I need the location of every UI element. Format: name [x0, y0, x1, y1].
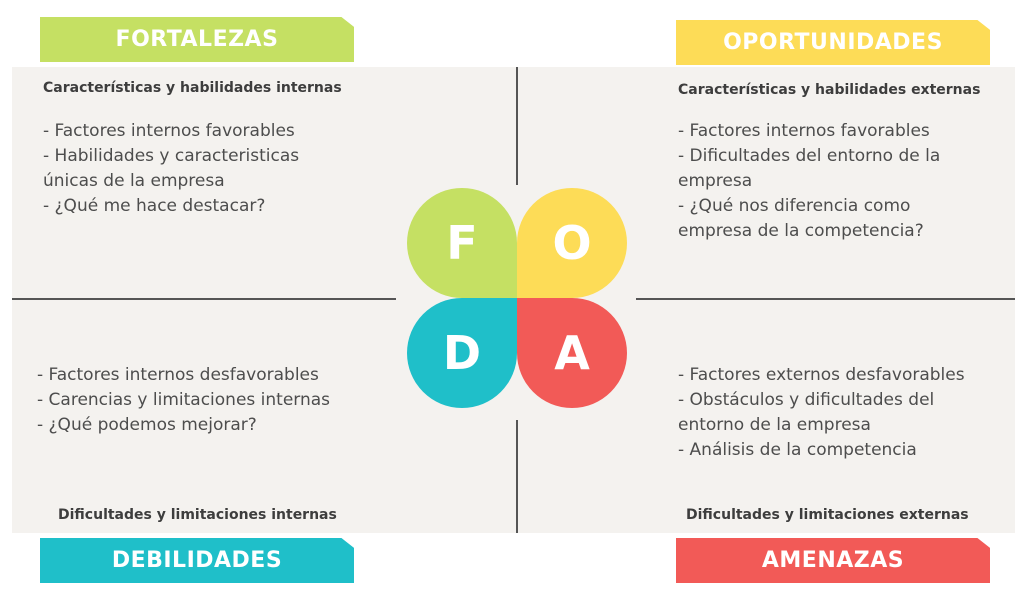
list-item: - Dificultades del entorno de la empresa [678, 146, 941, 191]
amenazas-list: - Factores externos desfavorables - Obst… [678, 363, 988, 463]
oportunidades-subtitle: Características y habilidades externas [678, 82, 981, 98]
petal-d-letter: D [442, 326, 482, 380]
list-item: - ¿Qué me hace destacar? [43, 196, 266, 216]
petal-a: A [517, 298, 627, 408]
horizontal-divider-left [12, 298, 396, 300]
fortalezas-subtitle: Características y habilidades internas [43, 80, 342, 96]
list-item: - ¿Qué podemos mejorar? [37, 415, 257, 435]
list-item: - Carencias y limitaciones internas [37, 390, 331, 410]
fortalezas-banner: FORTALEZAS [40, 17, 354, 62]
amenazas-subtitle: Dificultades y limitaciones externas [686, 507, 969, 523]
amenazas-banner: AMENAZAS [676, 538, 990, 583]
debilidades-subtitle: Dificultades y limitaciones internas [58, 507, 337, 523]
oportunidades-banner: OPORTUNIDADES [676, 20, 990, 65]
petal-f: F [407, 188, 517, 298]
petal-f-letter: F [446, 216, 478, 270]
petal-d: D [407, 298, 517, 408]
fortalezas-list: - Factores internos favorables - Habilid… [43, 119, 343, 219]
list-item: - Análisis de la competencia [678, 440, 917, 460]
vertical-divider-bottom [516, 420, 518, 533]
debilidades-list: - Factores internos desfavorables - Care… [37, 363, 367, 438]
vertical-divider-top [516, 67, 518, 185]
debilidades-banner: DEBILIDADES [40, 538, 354, 583]
list-item: - Obstáculos y dificultades del entorno … [678, 390, 935, 435]
list-item: - ¿Qué nos diferencia como empresa de la… [678, 196, 924, 241]
list-item: - Factores internos favorables [43, 121, 295, 141]
oportunidades-list: - Factores internos favorables - Dificul… [678, 119, 978, 244]
horizontal-divider-right [636, 298, 1015, 300]
list-item: - Factores externos desfavorables [678, 365, 965, 385]
petal-o: O [517, 188, 627, 298]
petal-o-letter: O [552, 216, 592, 270]
petal-a-letter: A [554, 326, 590, 380]
list-item: - Habilidades y caracteristicas únicas d… [43, 146, 300, 191]
list-item: - Factores internos favorables [678, 121, 930, 141]
list-item: - Factores internos desfavorables [37, 365, 319, 385]
